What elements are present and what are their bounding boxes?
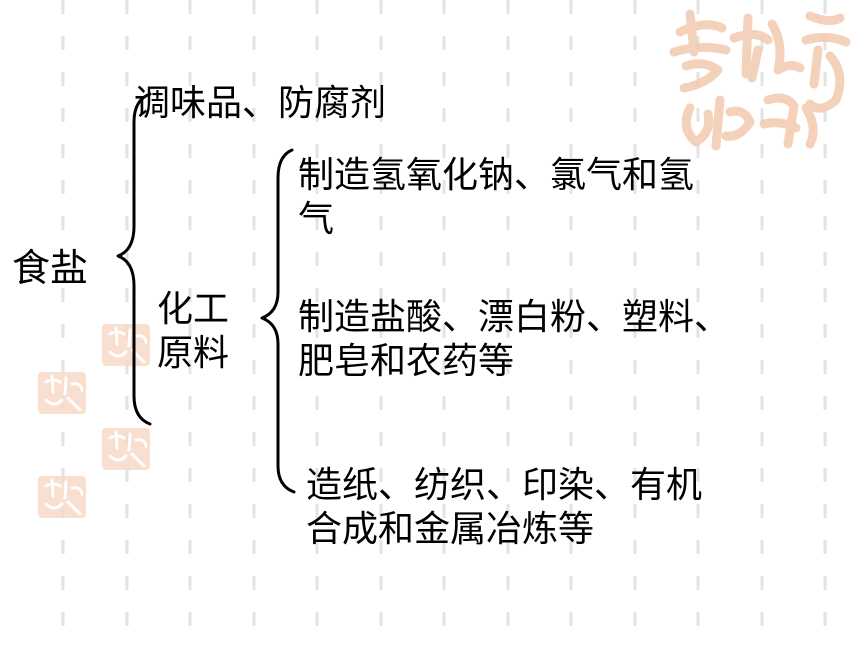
product-line: 制造盐酸、漂白粉、塑料、 (298, 297, 731, 338)
use-seasoning-preservative: 调味品、防腐剂 (134, 83, 387, 124)
product-item: 造纸、纺织、印染、有机 合成和金属冶炼等 (306, 464, 702, 552)
chem-material-node: 化工 原料 (157, 288, 229, 376)
auspicious-seal-icon (38, 372, 86, 414)
auspicious-seal-icon (102, 324, 150, 366)
root-node-salt: 食盐 (12, 246, 89, 290)
auspicious-seal-icon (669, 9, 851, 151)
product-line: 合成和金属冶炼等 (306, 509, 595, 550)
product-item: 制造氢氧化钠、氯气和氢 气 (298, 154, 694, 242)
auspicious-seal-icon (102, 428, 150, 470)
inner-brace (260, 148, 296, 494)
chem-material-line: 化工 (157, 289, 230, 330)
auspicious-seal-icon (38, 476, 86, 518)
outer-brace (116, 92, 152, 426)
product-item: 制造盐酸、漂白粉、塑料、 肥皂和农药等 (298, 296, 730, 384)
product-line: 制造氢氧化钠、氯气和氢 (298, 155, 695, 196)
product-line: 造纸、纺织、印染、有机 (306, 465, 703, 506)
product-line: 肥皂和农药等 (298, 341, 515, 382)
chem-material-line: 原料 (157, 333, 230, 374)
product-line: 气 (298, 199, 335, 240)
